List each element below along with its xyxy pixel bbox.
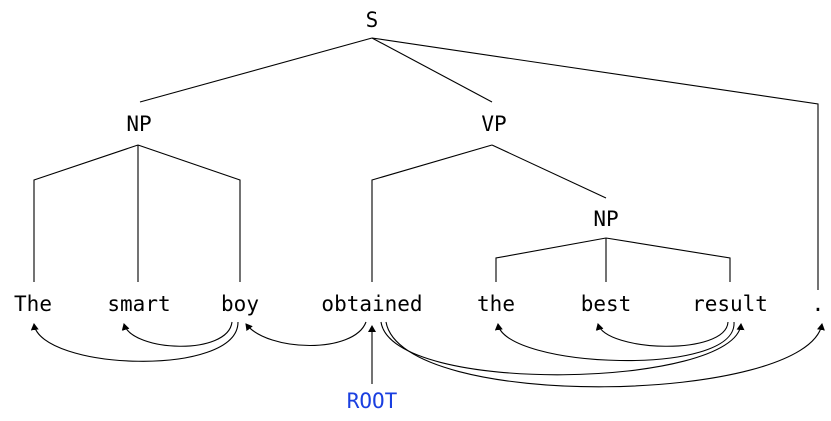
word-period: . xyxy=(812,292,825,316)
edge-s-period xyxy=(371,37,819,290)
node-s: S xyxy=(366,8,379,32)
edge-vp-obtained xyxy=(371,144,493,282)
arc-obtained-boy xyxy=(245,321,367,346)
word-obtained: obtained xyxy=(321,292,422,316)
arc-result-the xyxy=(494,321,735,362)
word-best: best xyxy=(581,292,632,316)
arc-obtained-result xyxy=(380,321,745,376)
edge-vp-np xyxy=(491,144,607,199)
node-vp: VP xyxy=(481,112,506,136)
word-boy: boy xyxy=(221,292,259,316)
edge-s-np xyxy=(139,37,373,103)
word-smart: smart xyxy=(107,292,170,316)
edge-s-vp xyxy=(371,37,493,103)
arc-boy-the xyxy=(30,321,239,362)
tree-edges xyxy=(33,37,819,290)
node-np: NP xyxy=(126,112,151,136)
edge-np2-result xyxy=(605,237,731,282)
tree-nodes: S NP VP NP xyxy=(126,8,618,231)
node-np2: NP xyxy=(593,207,618,231)
edge-np-the xyxy=(33,144,139,282)
edge-np-boy xyxy=(137,144,241,282)
word-result: result xyxy=(692,292,768,316)
arc-boy-smart xyxy=(121,321,233,347)
root-label: ROOT xyxy=(347,389,398,413)
dependency-arcs xyxy=(30,321,825,388)
arc-result-best xyxy=(595,321,729,347)
sentence-words: The smart boy obtained the best result . xyxy=(14,292,824,316)
word-the: The xyxy=(14,292,52,316)
edge-np2-the xyxy=(495,237,607,282)
word-the-2: the xyxy=(477,292,515,316)
arc-obtained-period xyxy=(385,321,825,388)
